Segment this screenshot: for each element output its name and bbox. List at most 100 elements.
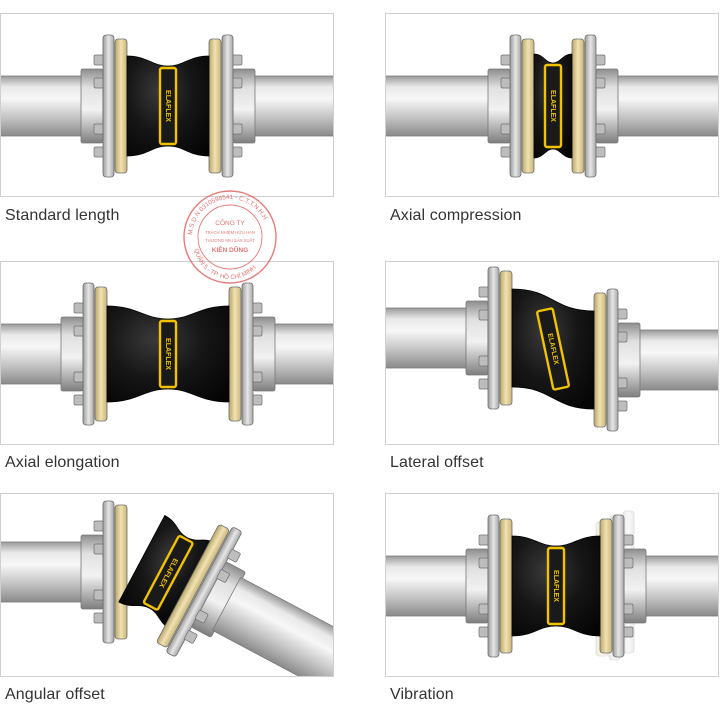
diagram-axial-elongation: ELAFLEX bbox=[1, 282, 333, 426]
rubber-bellows-brand: ELAFLEX bbox=[164, 90, 171, 122]
rubber-bellows-stripe bbox=[142, 535, 194, 611]
left-pipe bbox=[386, 555, 469, 617]
company-stamp-icon: M.S.D.N 0310598541 - C.T.T.N.H.H QUẬN 5 … bbox=[183, 190, 277, 284]
left-bolt-2 bbox=[93, 123, 105, 135]
right-bolt-2 bbox=[616, 377, 628, 389]
stamp-company: CÔNG TY bbox=[215, 218, 245, 227]
stamp-name: KIÊN DŨNG bbox=[212, 245, 248, 254]
left-bolt-2 bbox=[93, 589, 105, 601]
rubber-bellows-brand: ELAFLEX bbox=[549, 90, 556, 122]
right-steel-flange bbox=[612, 514, 625, 658]
right-steel-flange bbox=[221, 34, 234, 178]
right-bolt-3 bbox=[616, 400, 628, 412]
left-bolt-0 bbox=[93, 54, 105, 66]
left-steel-flange bbox=[82, 282, 95, 426]
right-bolt-0 bbox=[622, 534, 634, 546]
right-gold-flange bbox=[599, 518, 613, 654]
stamp-line1: TRÁCH NHIỆM HỮU HẠN bbox=[205, 230, 255, 235]
right-bolt-2 bbox=[594, 123, 606, 135]
panel-standard-length: ELAFLEX bbox=[0, 13, 334, 197]
left-gold-flange bbox=[114, 38, 128, 174]
left-steel-flange bbox=[102, 34, 115, 178]
right-bolt-1 bbox=[622, 557, 634, 569]
right-steel-flange bbox=[606, 288, 619, 432]
left-bolt-2 bbox=[73, 371, 85, 383]
rubber-bellows-stripe bbox=[546, 546, 566, 626]
diagram-angular-offset: ELAFLEX bbox=[1, 500, 333, 676]
left-bolt-0 bbox=[500, 54, 512, 66]
right-pipe bbox=[643, 555, 718, 617]
right-bolt-3 bbox=[622, 626, 634, 638]
right-bolt-0 bbox=[616, 308, 628, 320]
left-bolt-3 bbox=[93, 146, 105, 158]
left-bolt-2 bbox=[500, 123, 512, 135]
caption-standard-length: Standard length bbox=[5, 207, 120, 224]
left-bolt-0 bbox=[478, 534, 490, 546]
caption-axial-compression: Axial compression bbox=[390, 207, 522, 224]
right-pipe bbox=[637, 329, 718, 391]
right-gold-flange bbox=[593, 292, 607, 428]
right-bolt-2 bbox=[251, 371, 263, 383]
diagram-vibration: ELAFLEX bbox=[386, 510, 718, 661]
left-gold-flange bbox=[499, 518, 513, 654]
right-bolt-0 bbox=[251, 302, 263, 314]
left-steel-flange bbox=[487, 266, 500, 410]
left-bolt-1 bbox=[93, 77, 105, 89]
panel-axial-elongation: ELAFLEX bbox=[0, 261, 334, 445]
left-bolt-3 bbox=[73, 394, 85, 406]
right-gold-flange bbox=[571, 38, 585, 174]
rubber-bellows-stripe bbox=[536, 307, 570, 391]
stamp-line2: THƯƠNG MẠI SẢN XUẤT bbox=[205, 238, 255, 243]
right-bolt-0 bbox=[231, 54, 243, 66]
right-bolt-0 bbox=[594, 54, 606, 66]
caption-axial-elongation: Axial elongation bbox=[5, 454, 120, 471]
left-bolt-0 bbox=[478, 286, 490, 298]
right-bolt-2 bbox=[231, 123, 243, 135]
right-bolt-1 bbox=[231, 77, 243, 89]
left-gold-flange bbox=[499, 270, 513, 406]
left-bolt-2 bbox=[478, 603, 490, 615]
right-bolt-3 bbox=[231, 146, 243, 158]
left-pipe bbox=[1, 541, 84, 603]
right-steel-flange bbox=[584, 34, 597, 178]
right-bolt-3 bbox=[251, 394, 263, 406]
left-gold-flange bbox=[94, 286, 108, 422]
left-bolt-1 bbox=[478, 309, 490, 321]
right-gold-flange bbox=[208, 38, 222, 174]
right-bolt-1 bbox=[616, 331, 628, 343]
left-pipe bbox=[1, 75, 84, 137]
left-bolt-1 bbox=[478, 557, 490, 569]
left-bolt-3 bbox=[478, 626, 490, 638]
caption-lateral-offset: Lateral offset bbox=[390, 454, 484, 471]
right-bolt-3 bbox=[184, 630, 198, 644]
right-pipe bbox=[272, 323, 333, 385]
right-pipe bbox=[211, 576, 333, 676]
rubber-bellows-stripe bbox=[543, 63, 563, 149]
left-bolt-2 bbox=[478, 355, 490, 367]
left-bolt-3 bbox=[478, 378, 490, 390]
right-bolt-0 bbox=[227, 549, 241, 563]
right-pipe bbox=[615, 75, 718, 137]
rubber-bellows-stripe bbox=[158, 66, 178, 146]
diagram-lateral-offset: ELAFLEX bbox=[386, 266, 718, 432]
right-bolt-3 bbox=[594, 146, 606, 158]
angled-right-assembly: ELAFLEX bbox=[118, 514, 333, 676]
right-bolt-1 bbox=[251, 325, 263, 337]
panel-angular-offset: ELAFLEX bbox=[0, 493, 334, 677]
rubber-bellows-brand: ELAFLEX bbox=[552, 570, 559, 602]
left-bolt-0 bbox=[93, 520, 105, 532]
left-bolt-1 bbox=[93, 543, 105, 555]
caption-angular-offset: Angular offset bbox=[5, 686, 105, 703]
left-pipe bbox=[386, 75, 491, 137]
panel-axial-compression: ELAFLEX bbox=[385, 13, 719, 197]
left-bolt-3 bbox=[93, 612, 105, 624]
right-gold-flange bbox=[156, 524, 230, 648]
left-gold-flange bbox=[521, 38, 535, 174]
caption-vibration: Vibration bbox=[390, 686, 454, 703]
panel-vibration: ELAFLEX bbox=[385, 493, 719, 677]
left-bolt-1 bbox=[73, 325, 85, 337]
panel-lateral-offset: ELAFLEX bbox=[385, 261, 719, 445]
right-bolt-2 bbox=[622, 603, 634, 615]
left-pipe bbox=[386, 307, 469, 369]
rubber-bellows-stripe bbox=[158, 319, 178, 389]
